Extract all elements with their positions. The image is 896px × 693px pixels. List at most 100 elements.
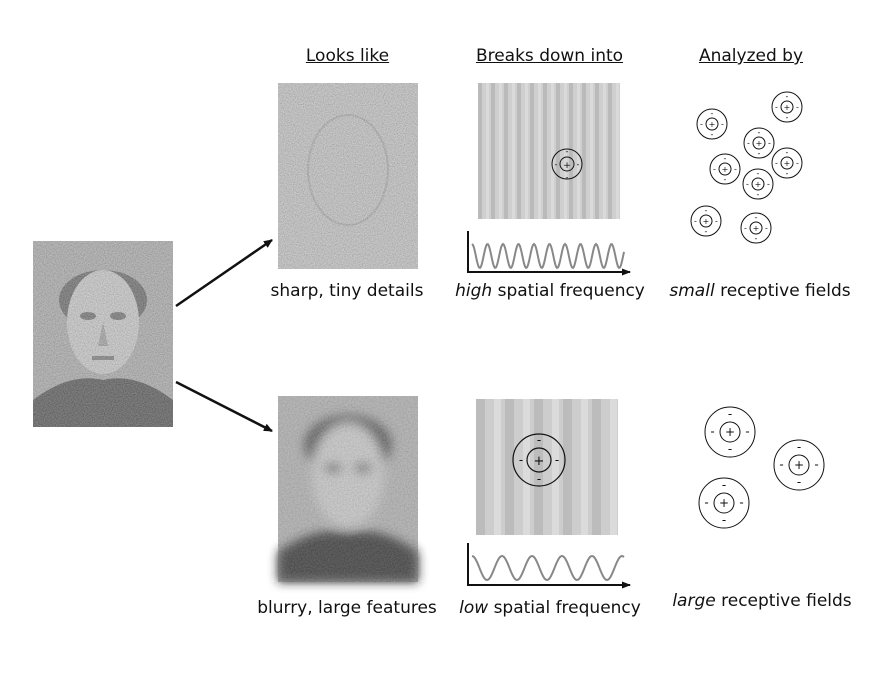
surround-minus-sign: - xyxy=(710,425,714,439)
surround-minus-sign: - xyxy=(768,138,771,147)
high-frequency-grating xyxy=(478,83,620,219)
receptive-field-surround-ring xyxy=(771,91,803,123)
surround-minus-sign: - xyxy=(775,158,778,167)
large-receptive-field: +---- xyxy=(698,477,750,529)
svg-text:-: - xyxy=(566,173,569,182)
surround-minus-sign: - xyxy=(779,458,783,472)
surround-minus-sign: - xyxy=(757,169,760,178)
center-plus-sign: + xyxy=(756,139,763,148)
surround-minus-sign: - xyxy=(705,227,708,236)
center-plus-sign: + xyxy=(709,120,716,129)
caption-low-rest: spatial frequency xyxy=(488,598,641,618)
surround-minus-sign: - xyxy=(758,149,761,158)
surround-minus-sign: - xyxy=(711,109,714,118)
surround-minus-sign: - xyxy=(755,213,758,222)
surround-minus-sign: - xyxy=(786,148,789,157)
large-receptive-field: +---- xyxy=(704,406,756,458)
caption-high-spatial-frequency: high spatial frequency xyxy=(452,281,648,301)
receptive-field-surround-ring xyxy=(771,147,803,179)
small-receptive-field: +---- xyxy=(690,205,722,237)
caption-sharp-details: sharp, tiny details xyxy=(270,281,424,301)
large-receptive-fields-group: +----+----+---- xyxy=(698,406,825,529)
caption-blurry-features: blurry, large features xyxy=(257,598,437,618)
small-receptive-field: +---- xyxy=(740,212,772,244)
receptive-field-center-ring xyxy=(705,117,719,131)
center-plus-sign: + xyxy=(725,425,735,439)
receptive-field-surround-ring xyxy=(696,108,728,140)
arrow-to-low-detail xyxy=(175,380,273,433)
receptive-field-center-ring xyxy=(752,136,766,150)
surround-minus-sign: - xyxy=(796,158,799,167)
center-plus-sign: + xyxy=(719,496,729,510)
receptive-field-surround-ring xyxy=(698,477,750,529)
large-receptive-field: +---- xyxy=(773,439,825,491)
center-plus-sign: + xyxy=(784,103,791,112)
source-face-photo xyxy=(33,241,173,427)
small-receptive-field: +---- xyxy=(771,147,803,179)
surround-minus-sign: - xyxy=(747,138,750,147)
surround-minus-sign: - xyxy=(724,175,727,184)
arrow-to-high-detail xyxy=(175,238,273,308)
center-plus-sign: + xyxy=(753,224,760,233)
receptive-field-center-ring xyxy=(780,156,794,170)
small-receptive-field: +---- xyxy=(709,153,741,185)
receptive-field-center-ring xyxy=(751,177,765,191)
caption-small-receptive-fields: small receptive fields xyxy=(662,281,858,301)
small-receptive-field: +---- xyxy=(696,108,728,140)
center-plus-sign: + xyxy=(703,217,710,226)
svg-text:-: - xyxy=(555,453,559,467)
surround-minus-sign: - xyxy=(724,154,727,163)
receptive-field-surround-ring xyxy=(709,153,741,185)
surround-minus-sign: - xyxy=(728,407,732,421)
small-receptive-field: +---- xyxy=(742,168,774,200)
surround-minus-sign: - xyxy=(745,425,749,439)
low-frequency-wave-plot xyxy=(467,543,631,589)
receptive-field-surround-ring xyxy=(742,168,774,200)
small-receptive-field: +---- xyxy=(771,91,803,123)
high-pass-face-image xyxy=(278,83,418,269)
receptive-field-center-ring xyxy=(699,214,713,228)
receptive-field-surround-ring xyxy=(743,127,775,159)
surround-minus-sign: - xyxy=(814,458,818,472)
high-frequency-wave-plot xyxy=(467,231,631,276)
receptive-field-center-ring xyxy=(788,454,810,476)
svg-text:-: - xyxy=(537,472,541,486)
small-receptive-fields-group: +----+----+----+----+----+----+----+---- xyxy=(690,91,803,244)
surround-minus-sign: - xyxy=(704,496,708,510)
receptive-field-center-ring xyxy=(713,492,735,514)
surround-minus-sign: - xyxy=(694,216,697,225)
svg-text:+: + xyxy=(534,454,545,469)
svg-text:-: - xyxy=(555,160,558,169)
surround-minus-sign: - xyxy=(713,164,716,173)
caption-small-rest: receptive fields xyxy=(714,281,851,301)
receptive-field-center-ring xyxy=(749,221,763,235)
receptive-field-center-ring xyxy=(718,162,732,176)
svg-text:-: - xyxy=(537,433,541,447)
surround-minus-sign: - xyxy=(797,475,801,489)
surround-minus-sign: - xyxy=(721,119,724,128)
surround-minus-sign: - xyxy=(767,179,770,188)
header-breaks-down-into: Breaks down into xyxy=(475,46,624,66)
small-receptive-field: +---- xyxy=(743,127,775,159)
center-plus-sign: + xyxy=(794,458,804,472)
surround-minus-sign: - xyxy=(711,130,714,139)
surround-minus-sign: - xyxy=(755,234,758,243)
svg-text:-: - xyxy=(566,147,569,156)
low-frequency-grating xyxy=(476,399,618,535)
caption-large-rest: receptive fields xyxy=(715,591,852,611)
surround-minus-sign: - xyxy=(744,223,747,232)
receptive-field-surround-ring xyxy=(704,406,756,458)
receptive-field-center-ring xyxy=(780,100,794,114)
surround-minus-sign: - xyxy=(746,179,749,188)
receptive-field-center-ring xyxy=(719,421,741,443)
surround-minus-sign: - xyxy=(757,190,760,199)
caption-low-word: low xyxy=(459,598,489,618)
surround-minus-sign: - xyxy=(734,164,737,173)
header-looks-like: Looks like xyxy=(305,46,390,66)
surround-minus-sign: - xyxy=(786,113,789,122)
surround-minus-sign: - xyxy=(786,169,789,178)
surround-minus-sign: - xyxy=(797,440,801,454)
caption-low-spatial-frequency: low spatial frequency xyxy=(452,598,648,618)
surround-minus-sign: - xyxy=(739,496,743,510)
